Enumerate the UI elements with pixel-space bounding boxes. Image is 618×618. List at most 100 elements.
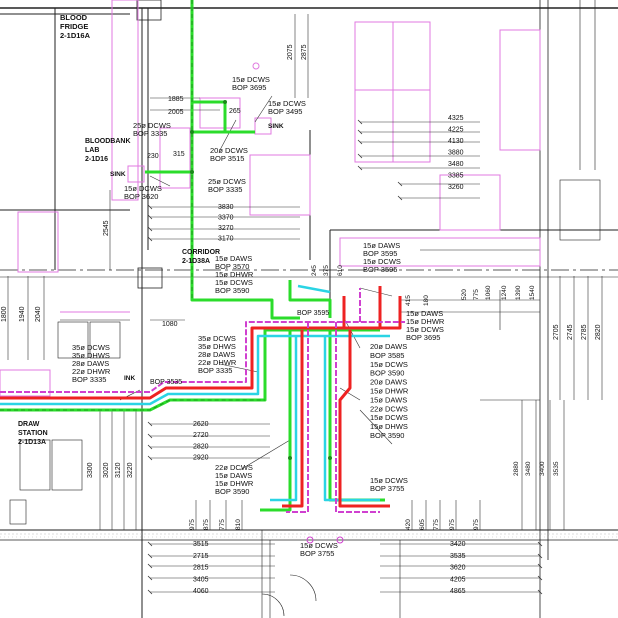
room-label: 2-1D16A — [60, 31, 91, 40]
annotation-text: 1240 — [501, 285, 508, 300]
annotation-text: 3020 — [103, 462, 110, 478]
annotation-text: 3480 — [525, 461, 532, 476]
annotation-text: BOP 3585 — [370, 351, 404, 360]
sink-label: SINK — [110, 171, 126, 178]
annotation-text: BOP 3570 — [215, 262, 249, 271]
annotation-text: 22ø DHWR — [198, 358, 237, 367]
annotation-text: BOP 3335 — [133, 129, 167, 138]
annotation-text: 2620 — [193, 421, 209, 428]
annotation-text: BOP 3335 — [72, 375, 106, 384]
wall-hatch — [0, 533, 618, 538]
annotation-text: 4325 — [448, 115, 464, 122]
room-label: FRIDGE — [60, 22, 88, 31]
annotation-text: 810 — [235, 519, 242, 530]
annotation-text: 20ø DCWS — [210, 146, 248, 155]
room-label: 2-1D13A — [18, 439, 46, 446]
pipe-fittings — [190, 100, 344, 544]
room-label: BLOOD — [60, 13, 88, 22]
annotation-text: 4865 — [450, 588, 466, 595]
annotation-text: 1940 — [19, 306, 26, 322]
annotation-text: 3300 — [87, 462, 94, 478]
annotation-text: BOP 3335 — [208, 185, 242, 194]
annotation-text: 2545 — [103, 220, 110, 236]
annotation-text: 2820 — [595, 324, 602, 340]
annotation-text: 3270 — [218, 225, 234, 232]
annotation-text: 3405 — [193, 576, 209, 583]
annotation-text: 25ø DCWS — [133, 121, 171, 130]
dimension-lines — [7, 14, 603, 593]
annotation-text: 4225 — [448, 127, 464, 134]
annotation-text: 605 — [419, 519, 426, 530]
annotation-text: 20ø DAWS — [370, 378, 407, 387]
annotation-text: BOP 3695 — [232, 83, 266, 92]
annotation-text: 15ø DCWS — [363, 257, 401, 266]
annotation-text: 2875 — [301, 44, 308, 60]
annotation-text: 3170 — [218, 236, 234, 243]
annotation-text: 245 — [311, 265, 318, 276]
annotation-text: BOP 3495 — [268, 107, 302, 116]
annotation-text: 265 — [229, 108, 241, 115]
furniture-outlines — [0, 0, 541, 397]
annotation-text: 975 — [189, 519, 196, 530]
annotation-text: 610 — [337, 265, 344, 276]
sink-label: SINK — [268, 123, 284, 130]
annotation-text: BOP 3590 — [215, 286, 249, 295]
annotation-text: INK — [124, 375, 136, 382]
annotation-text: 420 — [405, 519, 412, 530]
annotation-text: 1800 — [1, 306, 8, 322]
annotation-text: 15ø DAWS — [215, 471, 252, 480]
annotation-text: 25ø DCWS — [208, 177, 246, 186]
annotation-text: 4130 — [448, 138, 464, 145]
room-label: 2-1D16 — [85, 156, 108, 163]
annotation-text: 28ø DAWS — [72, 359, 109, 368]
annotation-text: BOP 3535 — [150, 379, 182, 386]
annotation-text: BOP 3590 — [215, 487, 249, 496]
annotation-text: 775 — [433, 519, 440, 530]
annotation-text: 2040 — [35, 306, 42, 322]
annotation-text: 15ø DAWS — [215, 254, 252, 263]
annotation-text: 35ø DHWS — [198, 342, 236, 351]
annotation-text: 15ø DHWR — [215, 479, 254, 488]
annotation-text: 2705 — [553, 324, 560, 340]
annotation-text: 3535 — [553, 461, 560, 476]
annotation-text: 3260 — [448, 184, 464, 191]
annotation-text: 180 — [423, 295, 430, 306]
annotation-text: BOP 3335 — [198, 366, 232, 375]
room-label: 2-1D38A — [182, 258, 210, 265]
annotation-text: 3880 — [448, 150, 464, 157]
annotation-text: 22ø DHWR — [72, 367, 111, 376]
annotation-text: 15ø DCWS — [124, 184, 162, 193]
annotation-text: 875 — [203, 519, 210, 530]
annotation-text: 1540 — [529, 285, 536, 300]
annotation-text: 22ø DCWS — [215, 463, 253, 472]
annotation-text: 3535 — [450, 553, 466, 560]
annotation-text: 35ø DCWS — [72, 343, 110, 352]
annotation-text: 15ø DHWR — [406, 317, 445, 326]
annotation-text: 15ø DHWS — [370, 422, 408, 431]
annotation-text: 3830 — [218, 204, 234, 211]
annotation-text: 35ø DCWS — [198, 334, 236, 343]
annotation-text: BOP 3595 — [363, 265, 397, 274]
annotation-text: 3400 — [539, 461, 546, 476]
room-label: DRAW — [18, 421, 40, 428]
annotation-text: 15ø DCWS — [215, 278, 253, 287]
annotation-text: 15ø DHWR — [370, 387, 409, 396]
annotation-text: 35ø DHWS — [72, 351, 110, 360]
annotation-text: BOP 3590 — [370, 369, 404, 378]
dimension-ticks — [147, 119, 543, 595]
room-label: LAB — [85, 147, 99, 154]
annotation-text: BOP 3595 — [297, 310, 329, 317]
annotation-text: 3220 — [127, 462, 134, 478]
annotation-text: 775 — [473, 289, 480, 300]
annotation-text: 2920 — [193, 455, 209, 462]
annotation-text: 15ø DHWR — [215, 270, 254, 279]
annotation-text: BOP 3620 — [124, 192, 158, 201]
annotation-text: 1080 — [162, 321, 178, 328]
annotation-text: 15ø DAWS — [370, 395, 407, 404]
annotation-text: 2075 — [287, 44, 294, 60]
annotation-text: BOP 3695 — [406, 333, 440, 342]
annotation-text: 2815 — [193, 565, 209, 572]
annotation-text: 4205 — [450, 576, 466, 583]
